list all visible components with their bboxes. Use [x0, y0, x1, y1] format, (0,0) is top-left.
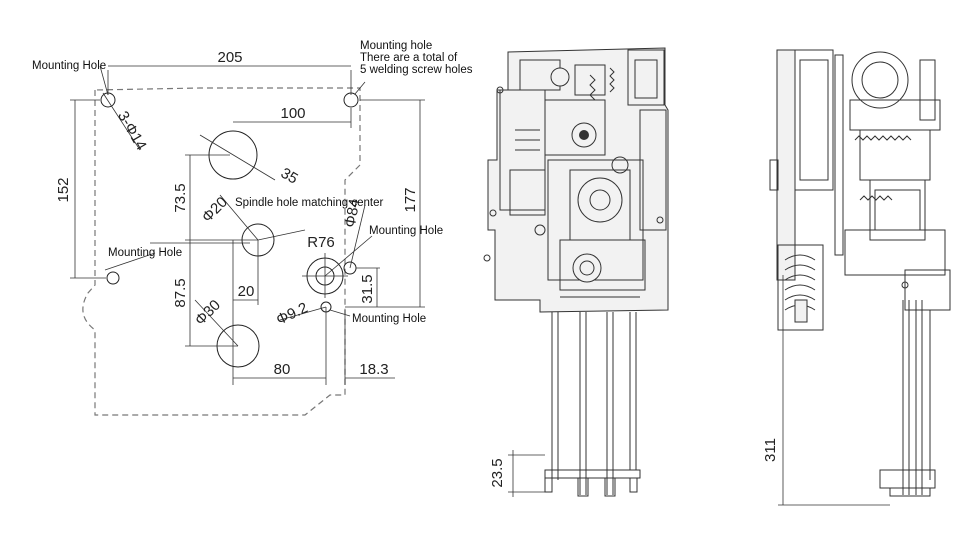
label-mounting-hole-top-right-2: There are a total of [360, 52, 458, 64]
label-spindle-center: Spindle hole matching center [235, 197, 383, 209]
dim-152: 152 [55, 177, 72, 202]
dim-100: 100 [280, 105, 305, 122]
dim-d84: Φ84 [342, 198, 364, 229]
label-mounting-hole-top-right-1: Mounting hole [360, 40, 432, 52]
dim-31-5: 31.5 [359, 274, 376, 303]
dim-80: 80 [274, 361, 291, 378]
mounting-hole-top-right [343, 92, 359, 108]
dim-311: 311 [762, 438, 779, 462]
dim-r35: 35 [278, 165, 301, 188]
label-mounting-hole-right: Mounting Hole [369, 225, 443, 237]
side-view-mechanism [769, 49, 951, 506]
mounting-hole-left [106, 271, 120, 285]
dim-18-3: 18.3 [359, 361, 388, 378]
dim-r76: R76 [307, 234, 335, 251]
front-view-mechanism [483, 47, 669, 497]
label-mounting-hole-top-left: Mounting Hole [32, 60, 106, 72]
dim-20: 20 [238, 283, 255, 300]
dim-d20: Φ20 [199, 194, 231, 226]
dim-205: 205 [217, 49, 242, 66]
dim-d9-2: Φ9.2 [274, 299, 311, 328]
plate-outline [82, 87, 361, 416]
label-mounting-hole-left: Mounting Hole [108, 247, 182, 259]
dim-23-5: 23.5 [489, 458, 506, 487]
label-mounting-hole-bottom: Mounting Hole [352, 313, 426, 325]
dim-3-d14: 3-Φ14 [114, 108, 150, 153]
dim-87-5: 87.5 [172, 278, 189, 307]
dim-73-5: 73.5 [172, 183, 189, 212]
mounting-outline-view [70, 65, 425, 416]
label-mounting-hole-top-right-3: 5 welding screw holes [360, 64, 473, 76]
dim-177: 177 [402, 187, 419, 212]
